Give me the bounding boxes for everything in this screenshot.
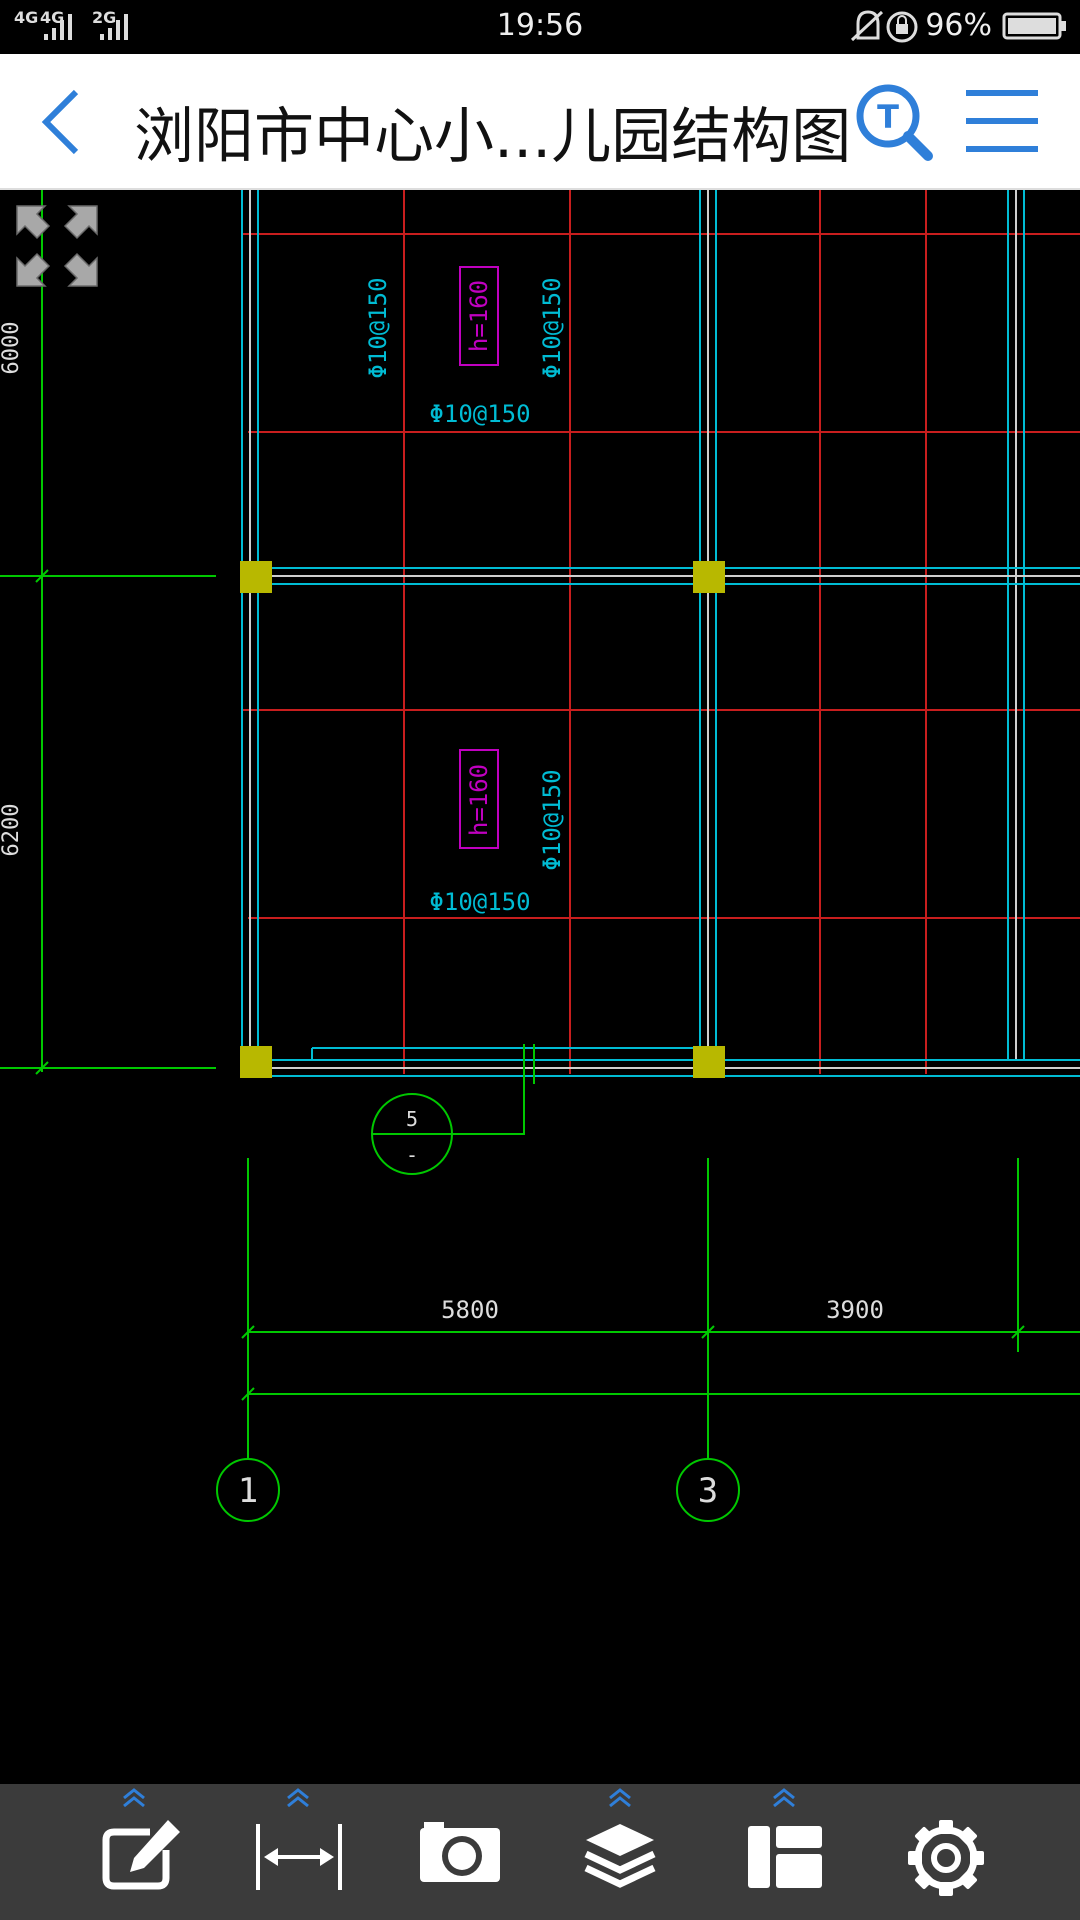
- rebar-label-v3: Φ10@150: [538, 769, 566, 870]
- layers-icon: [584, 1788, 656, 1888]
- slab-thickness-label-2: h=160: [465, 764, 493, 836]
- dimension-6000: 6000: [0, 322, 24, 375]
- signal-bars-icon: [44, 14, 128, 40]
- battery-percent: 96%: [925, 8, 992, 43]
- dimension-5800: 5800: [441, 1296, 499, 1324]
- bottom-dimension-lines: [216, 1158, 1080, 1522]
- battery-icon: [1002, 12, 1066, 40]
- signal-label-2: 4G: [40, 8, 65, 27]
- rebar-label-h2: Φ10@150: [429, 888, 530, 916]
- hamburger-menu-icon[interactable]: [956, 54, 1056, 188]
- back-chevron-icon[interactable]: [24, 54, 104, 188]
- signal-label-1: 4G: [14, 8, 39, 27]
- edit-icon: [102, 1788, 180, 1890]
- red-reinforcement-lines: [241, 190, 1080, 1074]
- mute-bell-icon: [850, 10, 918, 43]
- rebar-label-v2: Φ10@150: [538, 277, 566, 378]
- edit-tool-button[interactable]: [80, 1784, 190, 1920]
- slab-thickness-box-1: [459, 266, 499, 366]
- layout-tool-button[interactable]: [730, 1784, 840, 1920]
- left-dimension-line: [0, 190, 216, 1075]
- beam-lines: [240, 190, 1080, 1077]
- status-bar: 4G 4G 2G 19:56 96%: [0, 0, 1080, 54]
- slab-thickness-box-2: [459, 749, 499, 849]
- camera-tool-button[interactable]: [404, 1784, 514, 1920]
- clock: 19:56: [496, 8, 584, 43]
- svg-text:T: T: [877, 98, 899, 136]
- structural-columns: [240, 561, 725, 1078]
- layout-icon: [748, 1788, 822, 1888]
- settings-icon: [908, 1820, 984, 1896]
- camera-icon: [420, 1822, 500, 1882]
- dimension-6200: 6200: [0, 804, 24, 857]
- dimension-3900: 3900: [826, 1296, 884, 1324]
- expand-arrows-icon[interactable]: [15, 204, 99, 288]
- rebar-label-h1: Φ10@150: [429, 400, 530, 428]
- rebar-label-v1: Φ10@150: [364, 277, 392, 378]
- section-sub: -: [406, 1143, 418, 1167]
- section-number: 5: [406, 1107, 418, 1131]
- axis-label-1: 1: [238, 1471, 258, 1511]
- settings-tool-button[interactable]: [892, 1784, 1002, 1920]
- section-callout: [371, 1044, 535, 1175]
- app-header: 浏阳市中心小...儿园结构图 T: [0, 54, 1080, 190]
- cad-drawing-canvas[interactable]: 6000 6200: [0, 190, 1080, 1784]
- layers-tool-button[interactable]: [566, 1784, 676, 1920]
- measure-icon: [256, 1788, 342, 1890]
- measure-tool-button[interactable]: [244, 1784, 354, 1920]
- signal-label-3: 2G: [92, 8, 117, 27]
- slab-thickness-label-1: h=160: [465, 280, 493, 352]
- text-search-icon[interactable]: T: [848, 54, 948, 188]
- axis-label-3: 3: [698, 1471, 718, 1511]
- page-title: 浏阳市中心小...儿园结构图: [134, 102, 852, 172]
- bottom-toolbar: [0, 1784, 1080, 1920]
